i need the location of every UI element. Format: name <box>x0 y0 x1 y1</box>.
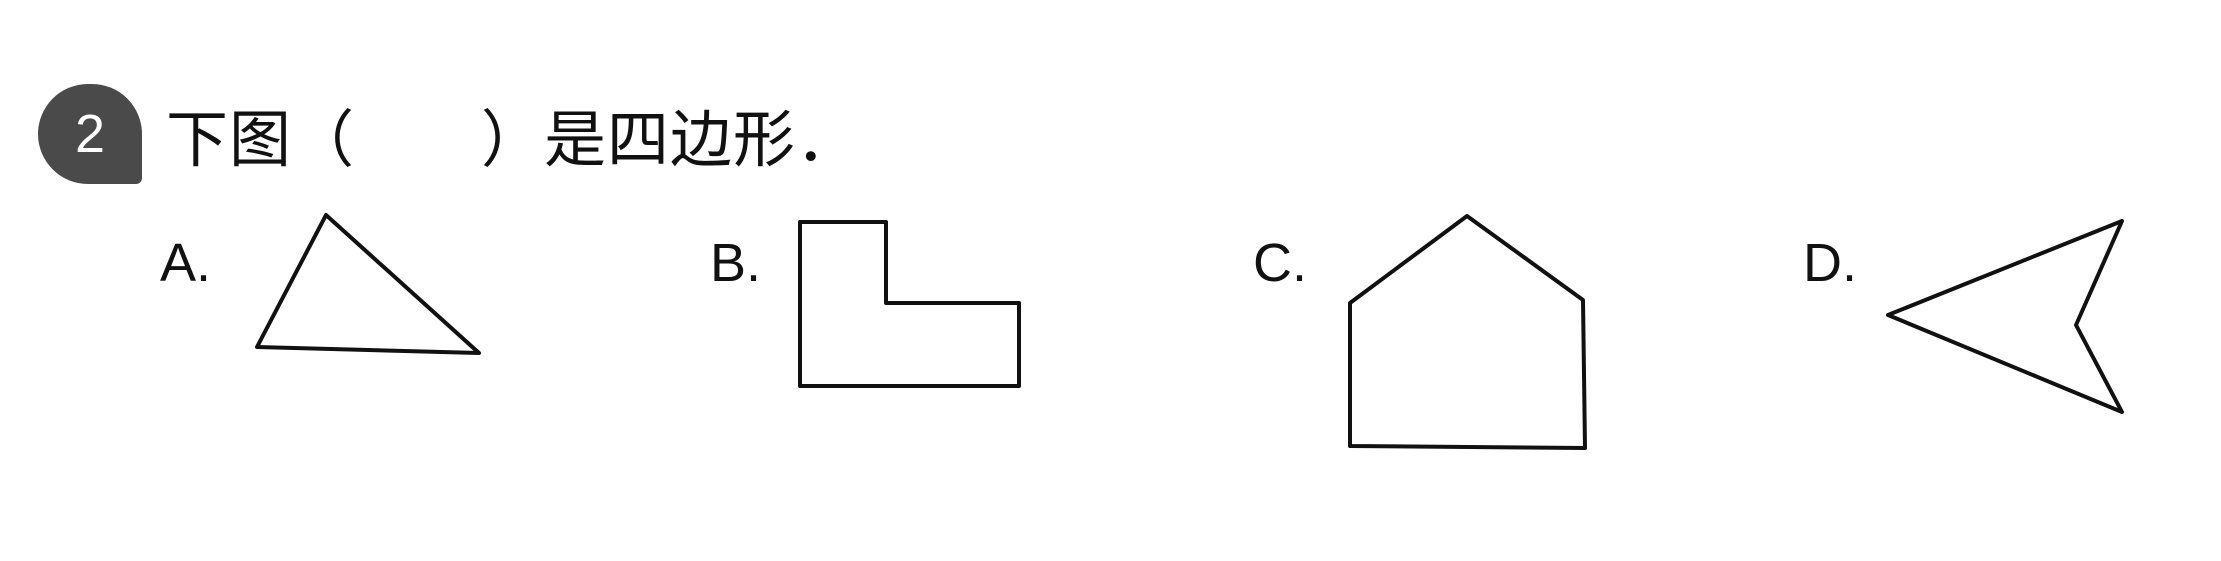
option-c-pentagon-shape[interactable] <box>1348 214 1587 450</box>
option-d-concave-quadrilateral-shape[interactable] <box>1886 219 2124 414</box>
question-text: 下图（ ）是四边形． <box>166 103 860 176</box>
option-b-label[interactable]: B. <box>710 233 762 293</box>
option-a-triangle-shape[interactable] <box>255 213 481 355</box>
question-number-badge: 2 <box>38 84 142 184</box>
option-d-label[interactable]: D. <box>1803 233 1857 293</box>
question-header: 2 下图（ ）是四边形． <box>38 84 859 184</box>
option-c-label[interactable]: C. <box>1253 233 1307 293</box>
option-a-label[interactable]: A. <box>160 233 212 293</box>
option-b-l-shape[interactable] <box>798 220 1021 388</box>
